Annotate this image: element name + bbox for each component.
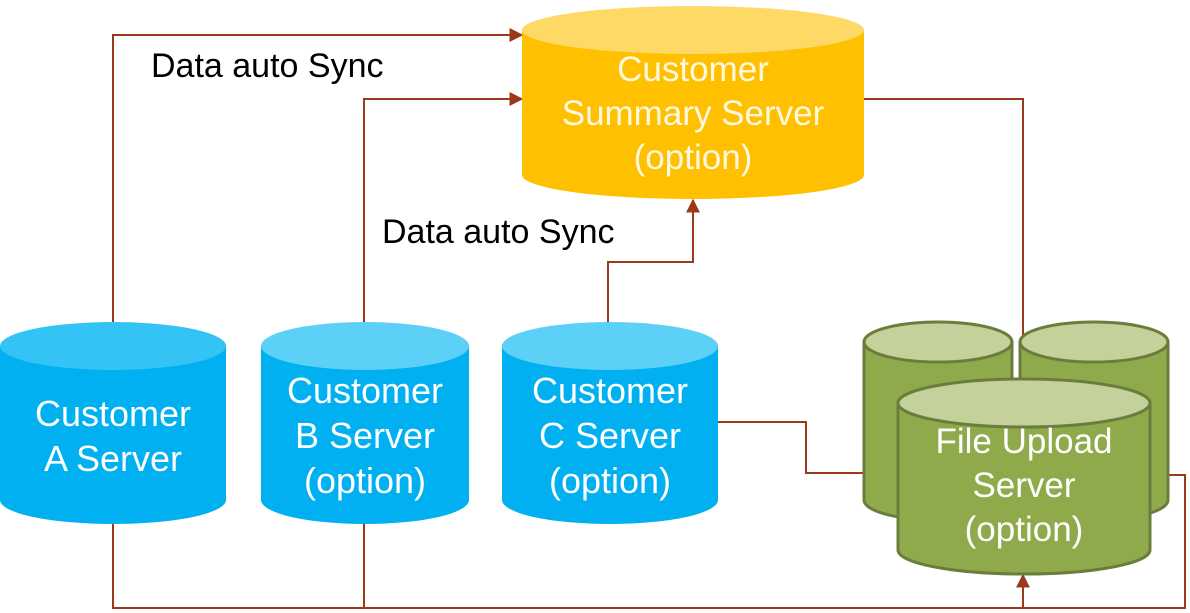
file-upload-server-node [896, 377, 1152, 576]
sync-label-middle: Data auto Sync [382, 213, 615, 251]
customer-c-server-node [502, 322, 718, 524]
connector-a-to-summary [112, 28, 524, 322]
customer-summary-server-node [522, 6, 864, 199]
summary-cylinder-body [522, 30, 864, 199]
connector-c-to-summary [607, 198, 700, 322]
customer-a-server-node [0, 322, 226, 524]
summary-cylinder-top [522, 6, 864, 54]
connector-summary-to-file-upload [864, 98, 1030, 423]
connector-c-to-file-upload [718, 421, 897, 480]
connector-b-to-file-upload [363, 468, 1186, 609]
connector-b-to-summary [363, 92, 524, 322]
sync-label-top: Data auto Sync [151, 47, 384, 85]
customer-b-server-node [261, 322, 469, 524]
connector-a-to-file-upload [112, 523, 1030, 609]
